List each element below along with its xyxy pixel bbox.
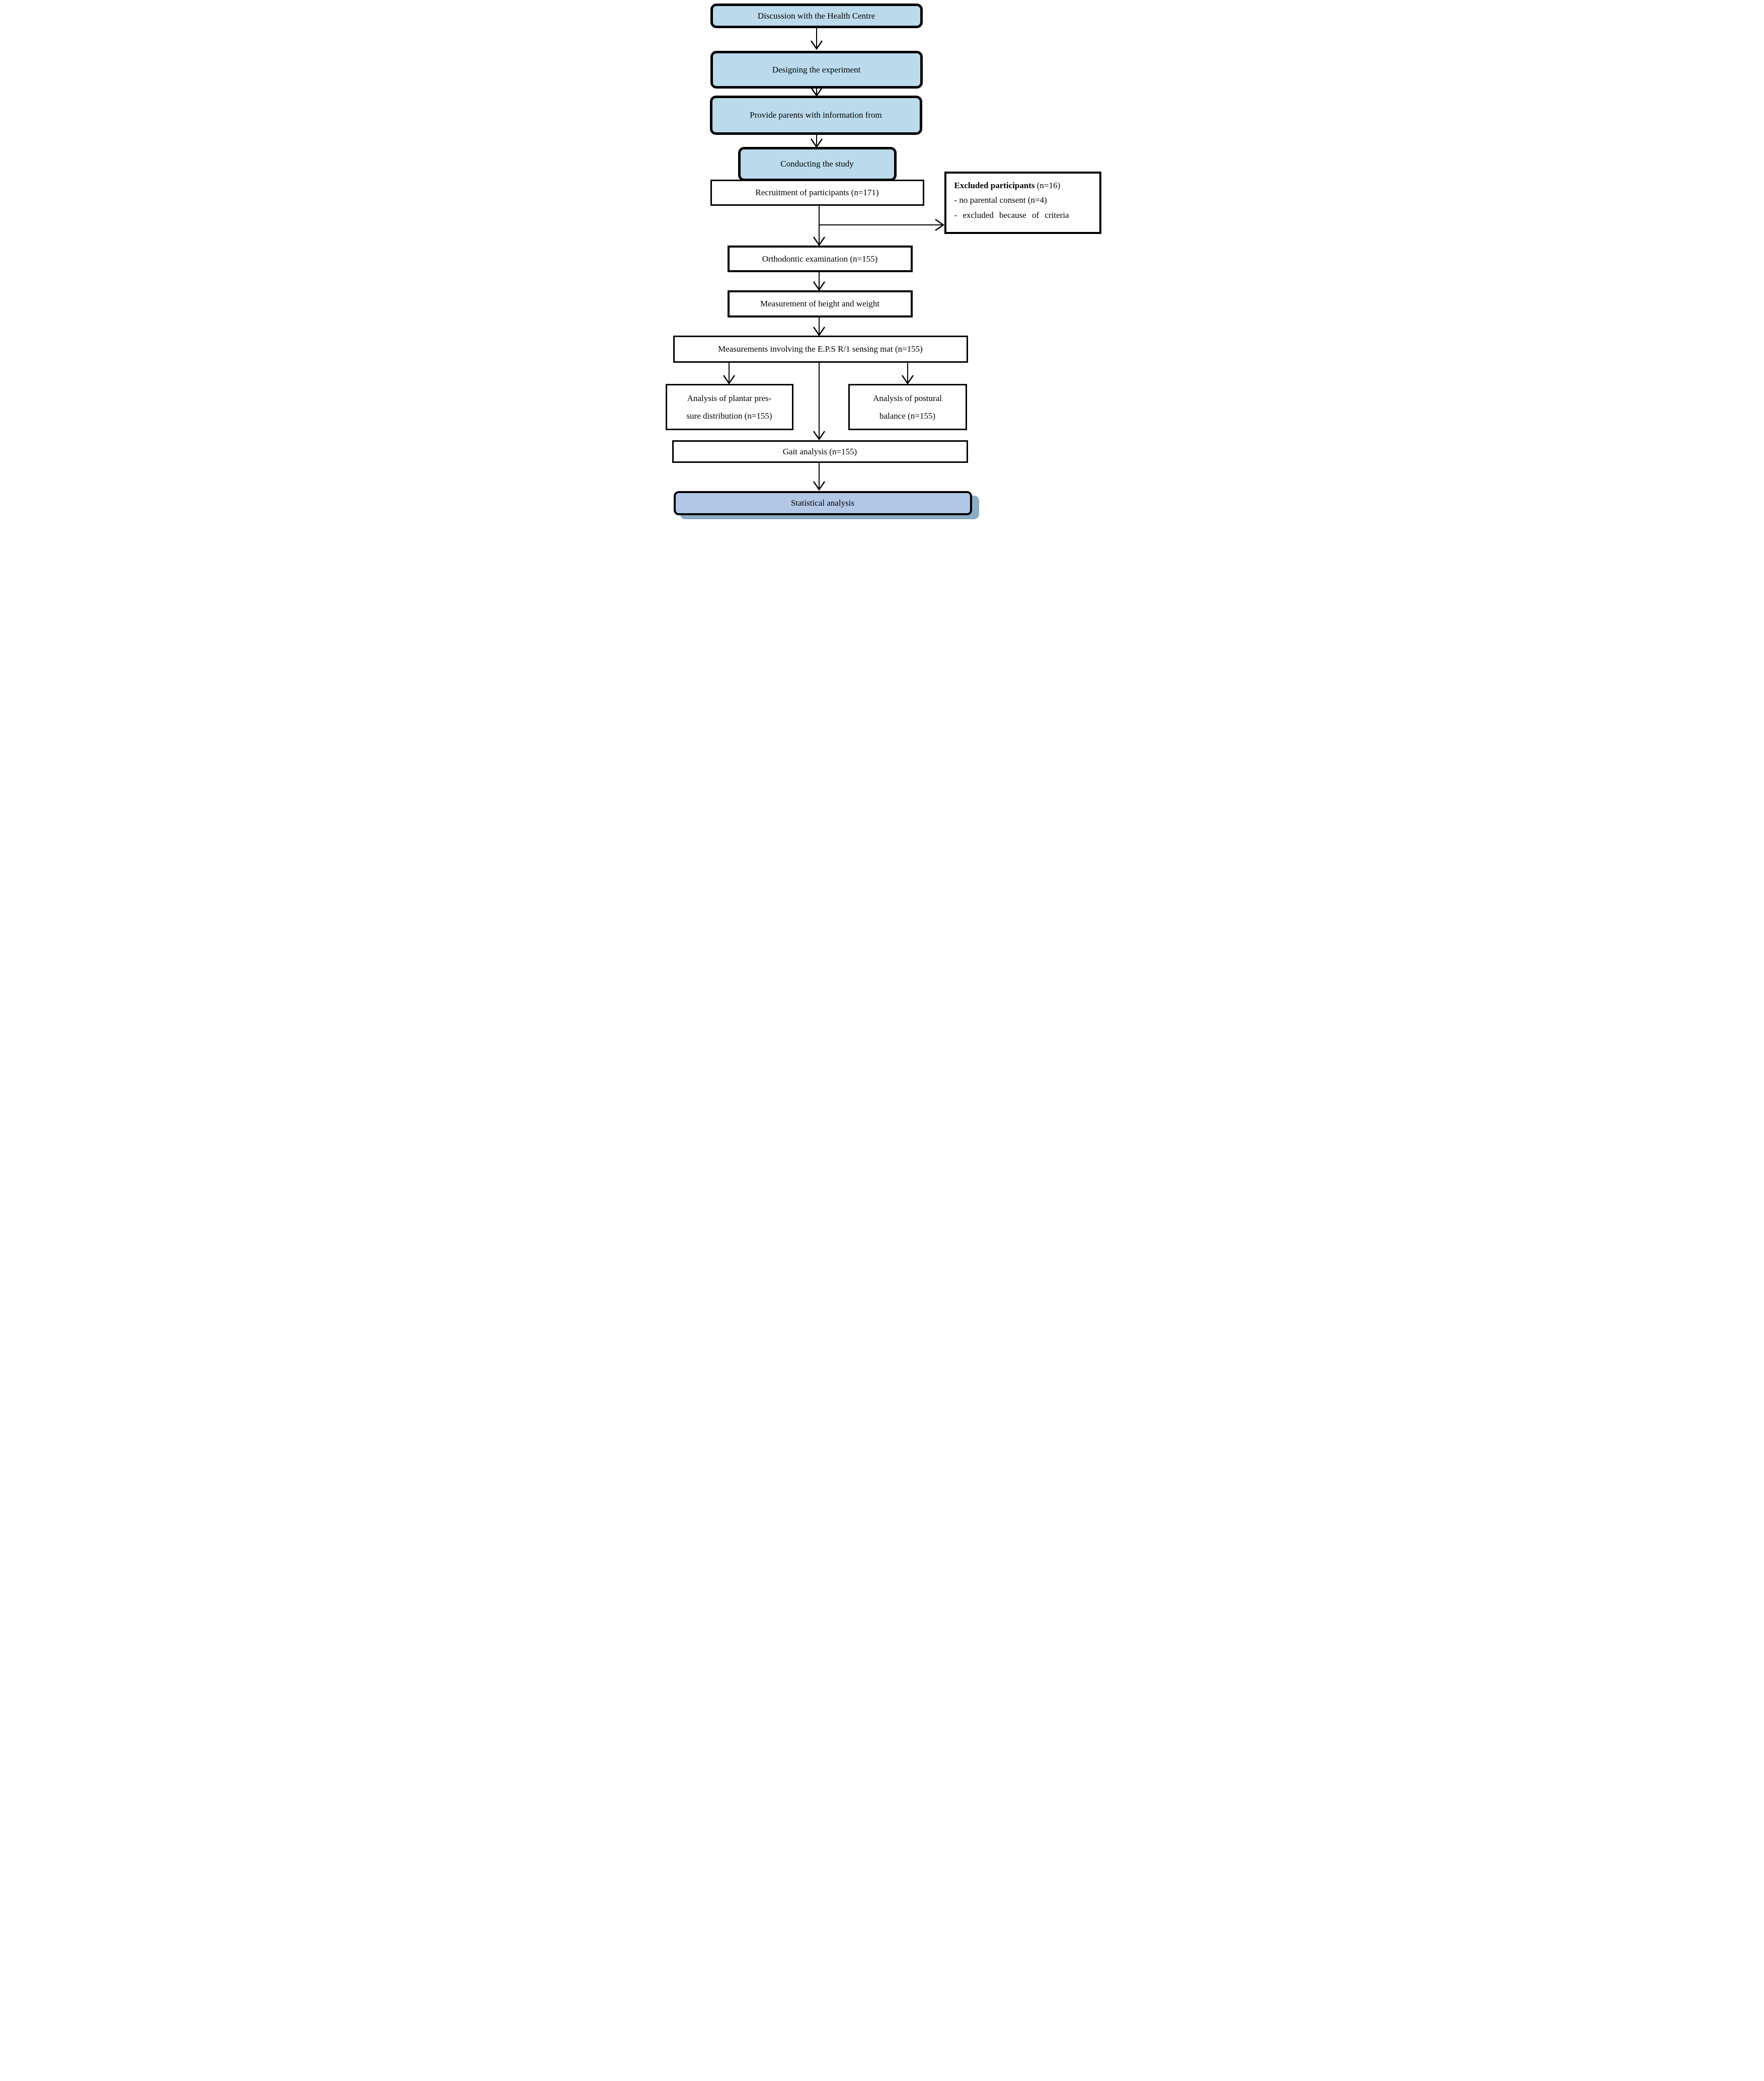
- arrow-measurement-to-mat: [813, 317, 825, 337]
- step-plantar-line1: Analysis of plantar pres-: [687, 393, 772, 403]
- excluded-item-criteria: - excluded because of criteria: [954, 210, 1069, 220]
- step-postural-line2: balance (n=155): [879, 411, 936, 421]
- step-sensing-mat-label: Measurements involving the E.P.S R/1 sen…: [718, 344, 923, 354]
- step-provide-label: Provide parents with information from: [750, 110, 882, 120]
- arrow-discussion-to-designing: [810, 28, 823, 50]
- step-gait: Gait analysis (n=155): [672, 440, 968, 463]
- step-designing: Designing the experiment: [710, 51, 923, 89]
- arrow-mat-to-plantar: [723, 363, 735, 385]
- arrow-designing-to-provide: [810, 87, 823, 97]
- arrow-orthodontic-to-measurement: [813, 272, 825, 291]
- excluded-participants-content: Excluded participants (n=16) - no parent…: [946, 174, 1099, 232]
- step-statistical-label: Statistical analysis: [790, 498, 855, 508]
- arrow-mat-to-postural: [901, 363, 914, 385]
- step-designing-label: Designing the experiment: [772, 64, 861, 74]
- arrow-branch-to-excluded: [819, 218, 944, 231]
- step-provide: Provide parents with information from: [709, 96, 922, 135]
- step-discussion: Discussion with the Health Centre: [710, 4, 923, 28]
- step-conducting: Conducting the study: [738, 147, 897, 181]
- step-discussion-label: Discussion with the Health Centre: [757, 11, 875, 21]
- flowchart-canvas: Discussion with the Health Centre Design…: [661, 0, 1103, 520]
- step-plantar-line2: sure distribution (n=155): [686, 411, 772, 421]
- step-statistical: Statistical analysis: [673, 491, 972, 515]
- excluded-heading: Excluded participants (n=16): [954, 180, 1091, 191]
- step-recruitment-label: Recruitment of participants (n=171): [755, 188, 879, 198]
- arrow-gait-to-statistical: [813, 463, 825, 491]
- step-recruitment: Recruitment of participants (n=171): [710, 180, 924, 206]
- excluded-heading-count: (n=16): [1034, 180, 1061, 190]
- step-measurement-label: Measurement of height and weight: [760, 299, 879, 309]
- step-postural-line1: Analysis of postural: [873, 393, 942, 403]
- step-postural-balance: Analysis of postural balance (n=155): [848, 384, 967, 430]
- excluded-participants-box: Excluded participants (n=16) - no parent…: [944, 172, 1101, 234]
- step-measurement: Measurement of height and weight: [727, 290, 913, 317]
- connector-layer: [723, 28, 944, 491]
- excluded-item-consent: - no parental consent (n=4): [954, 195, 1047, 205]
- step-sensing-mat: Measurements involving the E.P.S R/1 sen…: [673, 336, 968, 363]
- step-gait-label: Gait analysis (n=155): [782, 446, 857, 456]
- arrow-provide-to-conducting: [810, 135, 823, 148]
- excluded-heading-bold: Excluded participants: [954, 180, 1035, 190]
- step-orthodontic: Orthodontic examination (n=155): [727, 246, 913, 272]
- arrow-mat-to-gait: [813, 363, 825, 441]
- step-conducting-label: Conducting the study: [780, 159, 854, 169]
- step-orthodontic-label: Orthodontic examination (n=155): [762, 254, 878, 264]
- step-plantar-pressure: Analysis of plantar pres- sure distribut…: [665, 384, 793, 430]
